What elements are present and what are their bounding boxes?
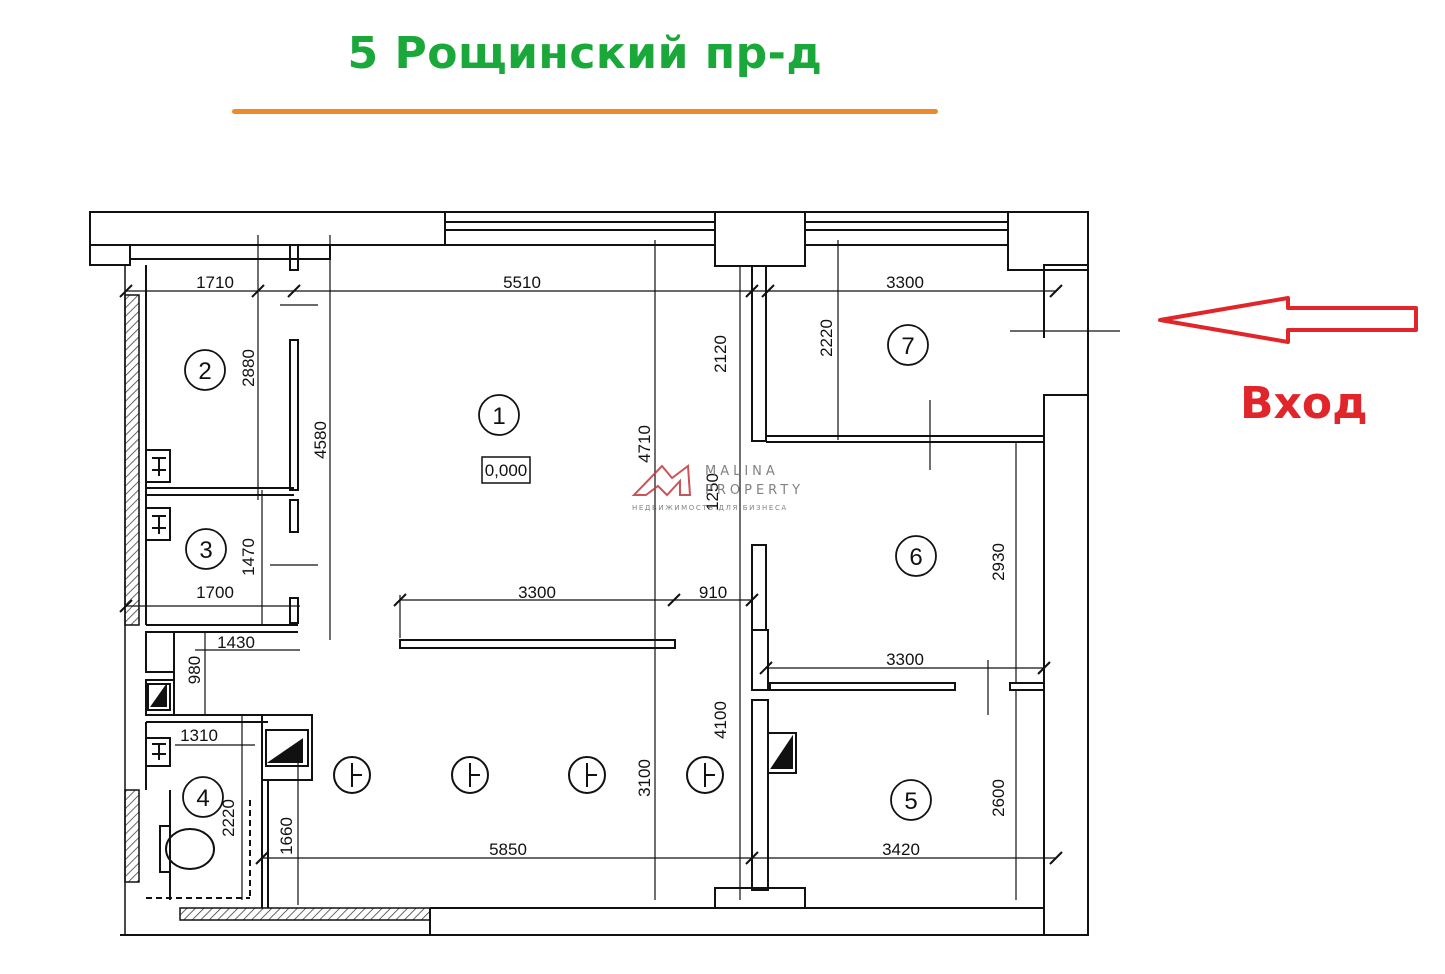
room-marker-7: 7 [887, 324, 929, 366]
svg-text:4: 4 [196, 785, 209, 812]
dim-3300-mid: 3300 [518, 583, 556, 602]
dim-3300-room6: 3300 [886, 650, 924, 669]
room-marker-5: 5 [890, 779, 932, 821]
exterior-walls [89, 211, 1089, 936]
room-marker-6: 6 [895, 535, 937, 577]
dim-2220-room7: 2220 [817, 319, 836, 357]
svg-text:MALINA: MALINA [705, 464, 779, 479]
dim-1310: 1310 [180, 726, 218, 745]
malina-property-watermark: MALINA PROPERTY НЕДВИЖИМОСТЬ ДЛЯ БИЗНЕСА [631, 464, 804, 512]
dim-4580: 4580 [311, 421, 330, 459]
title-underline [232, 109, 938, 114]
dim-1700: 1700 [196, 583, 234, 602]
room-marker-2: 2 [184, 349, 226, 391]
dim-980: 980 [185, 656, 204, 684]
dim-2930: 2930 [989, 543, 1008, 581]
entrance-label: Вход [1240, 378, 1368, 429]
plan-title: 5 Рощинский пр-д [347, 28, 823, 79]
dim-3100: 3100 [635, 759, 654, 797]
dim-4710: 4710 [635, 425, 654, 463]
dim-1710: 1710 [196, 273, 234, 292]
wc-zone [145, 449, 797, 908]
dim-2120: 2120 [711, 335, 730, 373]
dimension-ticks [119, 284, 1063, 865]
svg-text:НЕДВИЖИМОСТЬ ДЛЯ БИЗНЕСА: НЕДВИЖИМОСТЬ ДЛЯ БИЗНЕСА [632, 504, 788, 512]
room-marker-4: 4 [182, 776, 224, 818]
dim-1250: 1250 [703, 473, 722, 511]
dim-5510: 5510 [503, 273, 541, 292]
column-markers [333, 756, 724, 794]
dim-1470: 1470 [239, 538, 258, 576]
dim-1660: 1660 [277, 817, 296, 855]
dim-2220-room4: 2220 [219, 799, 238, 837]
dim-3300-top: 3300 [886, 273, 924, 292]
room-marker-3: 3 [185, 528, 227, 570]
dim-2880: 2880 [239, 349, 258, 387]
svg-text:6: 6 [909, 544, 922, 571]
svg-text:PROPERTY: PROPERTY [705, 483, 804, 498]
dim-3420: 3420 [882, 840, 920, 859]
toilet-icon [146, 800, 251, 899]
svg-text:1: 1 [492, 403, 505, 430]
svg-text:3: 3 [199, 537, 212, 564]
svg-text:7: 7 [901, 333, 914, 360]
svg-text:2: 2 [198, 358, 211, 385]
malina-logo-icon [631, 464, 692, 497]
svg-text:5: 5 [904, 788, 917, 815]
room-marker-1: 1 [478, 394, 520, 436]
dim-910: 910 [699, 583, 727, 602]
dimension-lines [125, 235, 1120, 905]
bottom-wall [120, 887, 1088, 936]
sink-marks [152, 457, 166, 760]
dim-2600: 2600 [989, 779, 1008, 817]
partitions [146, 244, 1089, 891]
left-wall [124, 265, 147, 935]
entrance-arrow-icon [1158, 296, 1418, 344]
level-mark-box [481, 456, 531, 484]
dim-5850: 5850 [489, 840, 527, 859]
dim-1430: 1430 [217, 633, 255, 652]
dim-4100: 4100 [711, 701, 730, 739]
level-mark: 0,000 [485, 461, 528, 480]
